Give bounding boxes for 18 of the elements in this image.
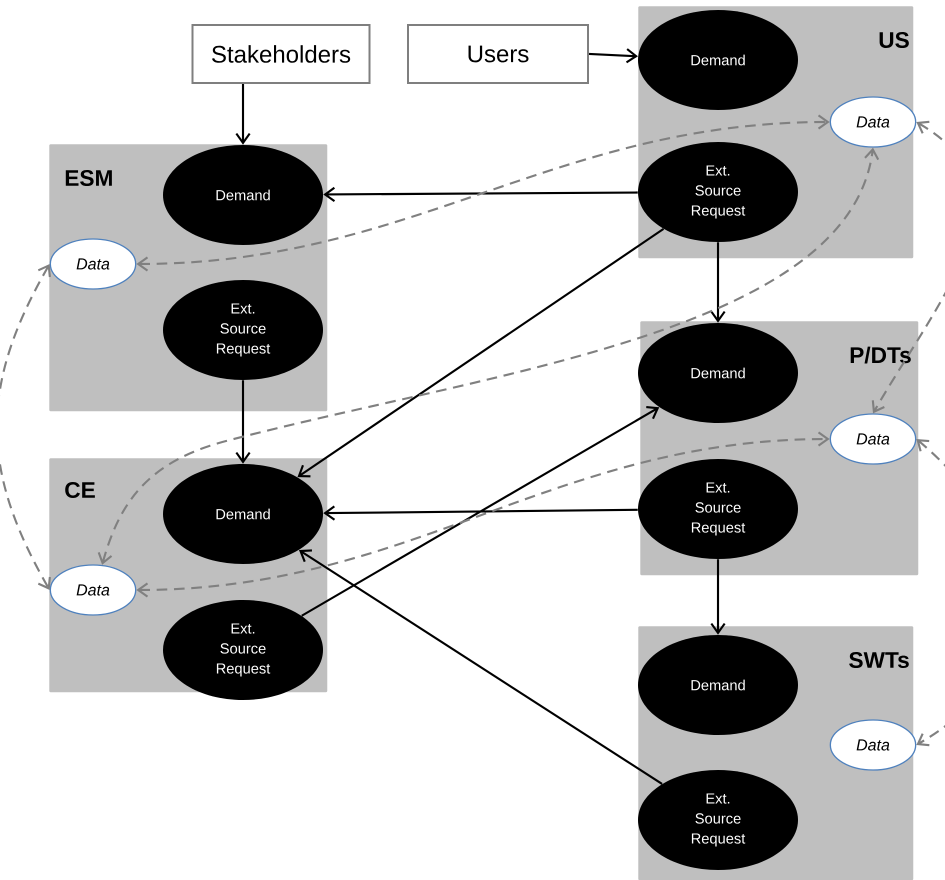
actor-box: Stakeholders — [192, 24, 370, 84]
arrow — [710, 242, 726, 323]
arrow — [235, 380, 251, 464]
dashed-arrow — [98, 148, 880, 565]
arrow — [298, 549, 663, 785]
arrow — [710, 559, 726, 635]
arrow — [235, 84, 251, 145]
dashed-arrow — [0, 264, 51, 590]
arrow — [588, 48, 638, 64]
dashed-arrow — [872, 120, 945, 414]
arrow — [323, 186, 638, 202]
dashed-arrow — [136, 114, 830, 272]
arrow — [301, 406, 660, 617]
dashed-arrow — [136, 431, 830, 598]
arrow — [297, 228, 664, 478]
actor-box: Users — [407, 24, 589, 84]
dashed-arrow — [916, 439, 945, 746]
arrow — [323, 506, 638, 521]
